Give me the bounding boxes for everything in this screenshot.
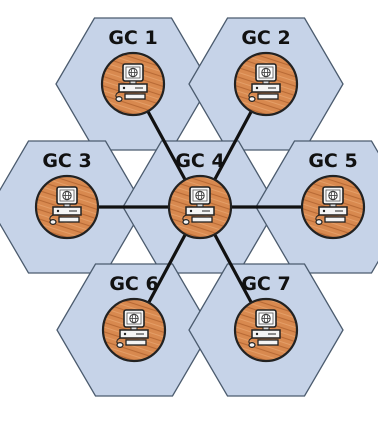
cell-label-gc1: GC 1 (108, 27, 157, 49)
cell-label-gc2: GC 2 (241, 27, 290, 49)
computer-icon (115, 63, 148, 103)
cell-label-gc7: GC 7 (241, 273, 290, 295)
computer-icon (248, 309, 281, 349)
node-gc2 (233, 51, 299, 117)
node-gc7 (233, 297, 299, 363)
computer-icon (182, 186, 215, 226)
nodes-layer (34, 51, 366, 363)
cell-label-gc5: GC 5 (308, 150, 357, 172)
labels-layer: GC 1 GC 2 GC 3 GC 4 GC 5 GC 6 GC 7 (42, 27, 357, 295)
node-gc1 (100, 51, 166, 117)
computer-icon (248, 63, 281, 103)
node-gc3 (34, 174, 100, 240)
cell-label-gc4: GC 4 (175, 150, 224, 172)
cell-label-gc6: GC 6 (109, 273, 158, 295)
computer-icon (315, 186, 348, 226)
computer-icon (116, 309, 149, 349)
computer-icon (49, 186, 82, 226)
node-gc5 (300, 174, 366, 240)
node-gc4 (167, 174, 233, 240)
cell-label-gc3: GC 3 (42, 150, 91, 172)
node-gc6 (101, 297, 167, 363)
